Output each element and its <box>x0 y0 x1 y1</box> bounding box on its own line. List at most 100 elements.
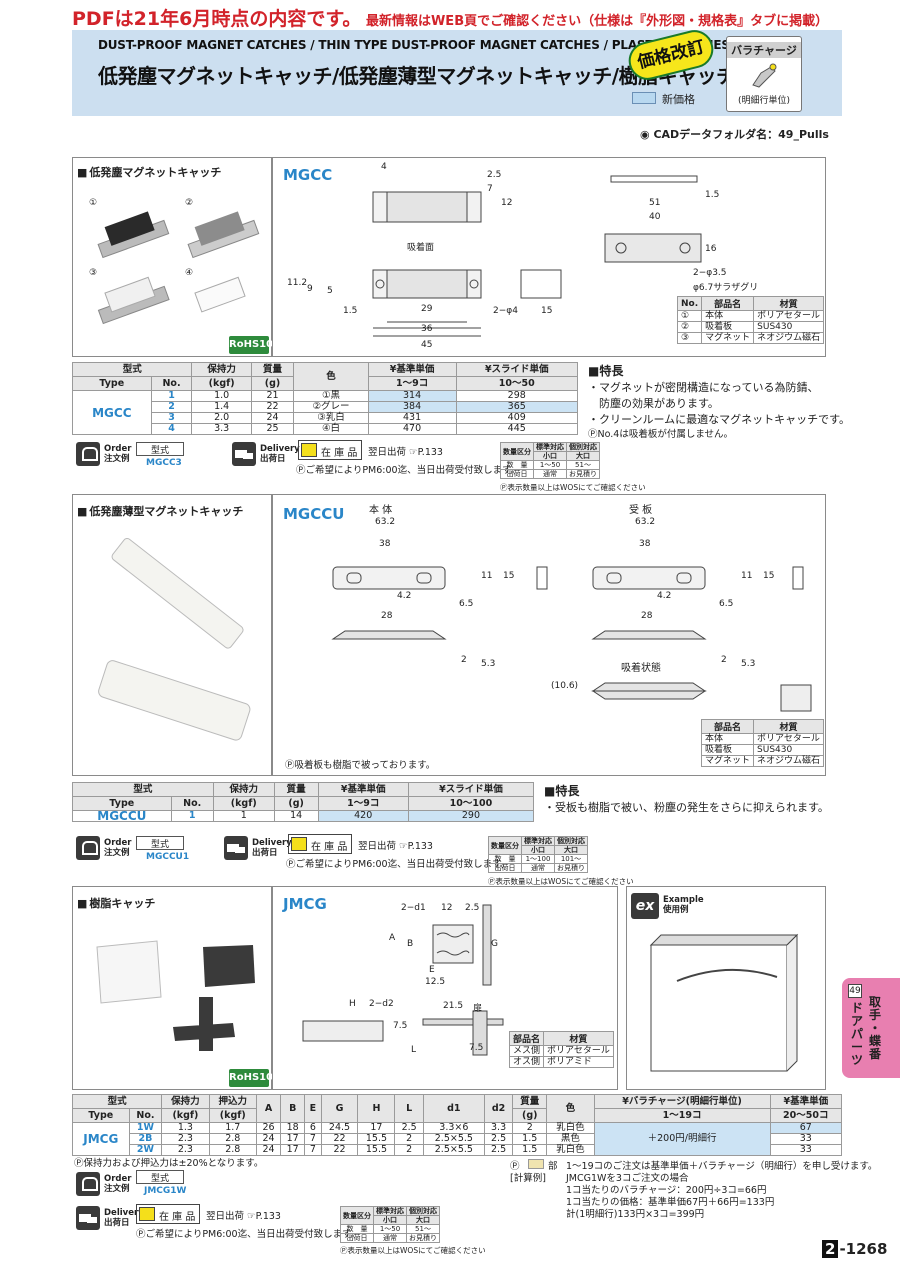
table-cell: 314 <box>367 390 457 402</box>
dim-text: 11 <box>481 571 493 581</box>
th: 押込力 <box>208 1094 257 1109</box>
type-cell: MGCC <box>72 390 152 435</box>
dim-text: 36 <box>421 324 433 334</box>
qty-cell: 通常 <box>373 1233 407 1243</box>
dim-text: 15 <box>541 306 553 316</box>
order-example-value: MGCCU1 <box>146 852 190 862</box>
th: L <box>394 1094 424 1123</box>
qty-cell: 標準対応 <box>533 442 567 452</box>
stock-box: 在 庫 品 <box>136 1204 200 1224</box>
ship-text: 翌日出荷 <box>206 1211 245 1222</box>
dim-text: 4.2 <box>657 591 672 601</box>
photo-num-3: ③ <box>89 268 98 278</box>
qty-cell: 1〜100 <box>521 854 555 864</box>
qty-cell: お見積り <box>406 1233 440 1243</box>
th: (g) <box>512 1108 548 1123</box>
truck-icon <box>76 1206 100 1230</box>
th: (g) <box>250 376 295 391</box>
table-cell: 365 <box>455 401 578 413</box>
qty-cell: 数量区分 <box>488 836 522 855</box>
th: Type <box>72 796 172 811</box>
volume-charge-cell: ＋200円/明細行 <box>593 1122 771 1156</box>
hand-icon <box>752 63 777 88</box>
tab-line1: 取手・蝶番 <box>868 995 881 1061</box>
table-cell: 2 <box>394 1144 424 1156</box>
dim-text: 9 <box>307 284 313 294</box>
mat-head: 材質 <box>543 1031 614 1046</box>
feature-line: 防塵の効果があります。 <box>588 397 719 410</box>
qty-cell: 通常 <box>533 469 567 479</box>
mgcc-drawing-frame: MGCC 4 2.5 7 12 51 40 1.5 16 11.2 9 5 1.… <box>272 157 826 357</box>
qty-cell: 1〜50 <box>373 1224 407 1234</box>
mgccu-note: Ⓟ吸着板も樹脂で被っております。 <box>285 760 436 771</box>
category-tab[interactable]: 49 取手・蝶番 ドアパーツ <box>842 978 900 1078</box>
order-label-en: Order <box>104 1174 132 1184</box>
page-number: 2-1268 <box>822 1240 887 1258</box>
mgccu-section-title: 低発塵薄型マグネットキャッチ <box>77 503 243 519</box>
delivery-en: Delivery <box>252 838 292 848</box>
jmcg-spec-table: 型式 保持力 押込力 A B E G H L d1 d2 質量 色 ¥バラチャー… <box>71 1094 843 1156</box>
cad-folder-text: CADデータフォルダ名：49_Pulls <box>653 128 829 141</box>
dim-text: 12 <box>441 903 453 913</box>
table-cell: 22 <box>250 401 295 413</box>
delivery-en: Delivery <box>104 1208 144 1218</box>
table-cell: 22 <box>320 1133 359 1145</box>
table-cell: 2B <box>128 1133 163 1145</box>
order-icon <box>76 836 100 860</box>
mat-cell: ② <box>676 321 703 333</box>
mat-cell: ネオジウム磁石 <box>753 332 825 344</box>
stock-cube-icon <box>301 443 317 457</box>
table-cell: 2.5 <box>483 1144 514 1156</box>
th: 1〜19コ <box>593 1108 771 1123</box>
mgcc-note-text: No.4は吸着板が付属しません。 <box>597 429 734 440</box>
mat-cell: ポリアミド <box>543 1056 614 1068</box>
delivery-jp: 出荷日 <box>104 1218 130 1228</box>
attached-label: 吸着状態 <box>621 663 661 674</box>
mat-cell: 本体 <box>700 733 755 745</box>
countersink-label: φ6.7サラザグリ <box>693 283 759 293</box>
table-cell: 2.5 <box>394 1122 424 1134</box>
hole2-label: 2−φ3.5 <box>693 268 727 278</box>
table-cell: 67 <box>769 1122 843 1134</box>
jmcg-product-photo <box>96 940 255 1051</box>
table-cell: 431 <box>367 412 457 424</box>
body-label: 本 体 <box>369 505 393 516</box>
th: Type <box>72 1108 130 1123</box>
table-cell: 24 <box>255 1144 282 1156</box>
jmcg-material-table: 部品名材質 メス側ポリアセタール オス側ポリアミド <box>508 1031 614 1068</box>
dim-text: 2 <box>721 655 727 665</box>
table-cell: 420 <box>317 810 409 822</box>
th: 1〜9コ <box>317 796 409 811</box>
th: (g) <box>273 796 319 811</box>
dim-text: 5 <box>327 286 333 296</box>
th: G <box>320 1094 359 1123</box>
feature-line: ・受板も樹脂で被い、粉塵の発生をさらに抑えられます。 <box>544 801 829 814</box>
dim-text: 2.5 <box>465 903 480 913</box>
table-cell: 1.0 <box>191 390 252 402</box>
table-cell: 24 <box>255 1133 282 1145</box>
qty-cell: お見積り <box>566 469 600 479</box>
table-cell: 2 <box>394 1133 424 1145</box>
table-cell: 1.3 <box>161 1122 210 1134</box>
delivery-en: Delivery <box>260 444 300 454</box>
delivery-jp: 出荷日 <box>252 848 278 858</box>
mgcc-section-title: 低発塵マグネットキャッチ <box>77 164 221 180</box>
qty-cell: 数 量 <box>340 1224 374 1234</box>
table-cell: 2.0 <box>191 412 252 424</box>
dim-text: 1.5 <box>705 190 720 200</box>
th: d2 <box>483 1094 514 1123</box>
qty-cell: 小口 <box>373 1215 407 1225</box>
dim-text: 38 <box>639 539 651 549</box>
qty-cell: 大口 <box>554 845 588 855</box>
qty-cell: 小口 <box>533 451 567 461</box>
table-cell: 4 <box>150 423 193 435</box>
calc-part: 部 <box>548 1161 558 1172</box>
table-cell: 24.5 <box>320 1122 359 1134</box>
calc-line: 計(1明細行)133円×3コ=399円 <box>566 1209 705 1220</box>
